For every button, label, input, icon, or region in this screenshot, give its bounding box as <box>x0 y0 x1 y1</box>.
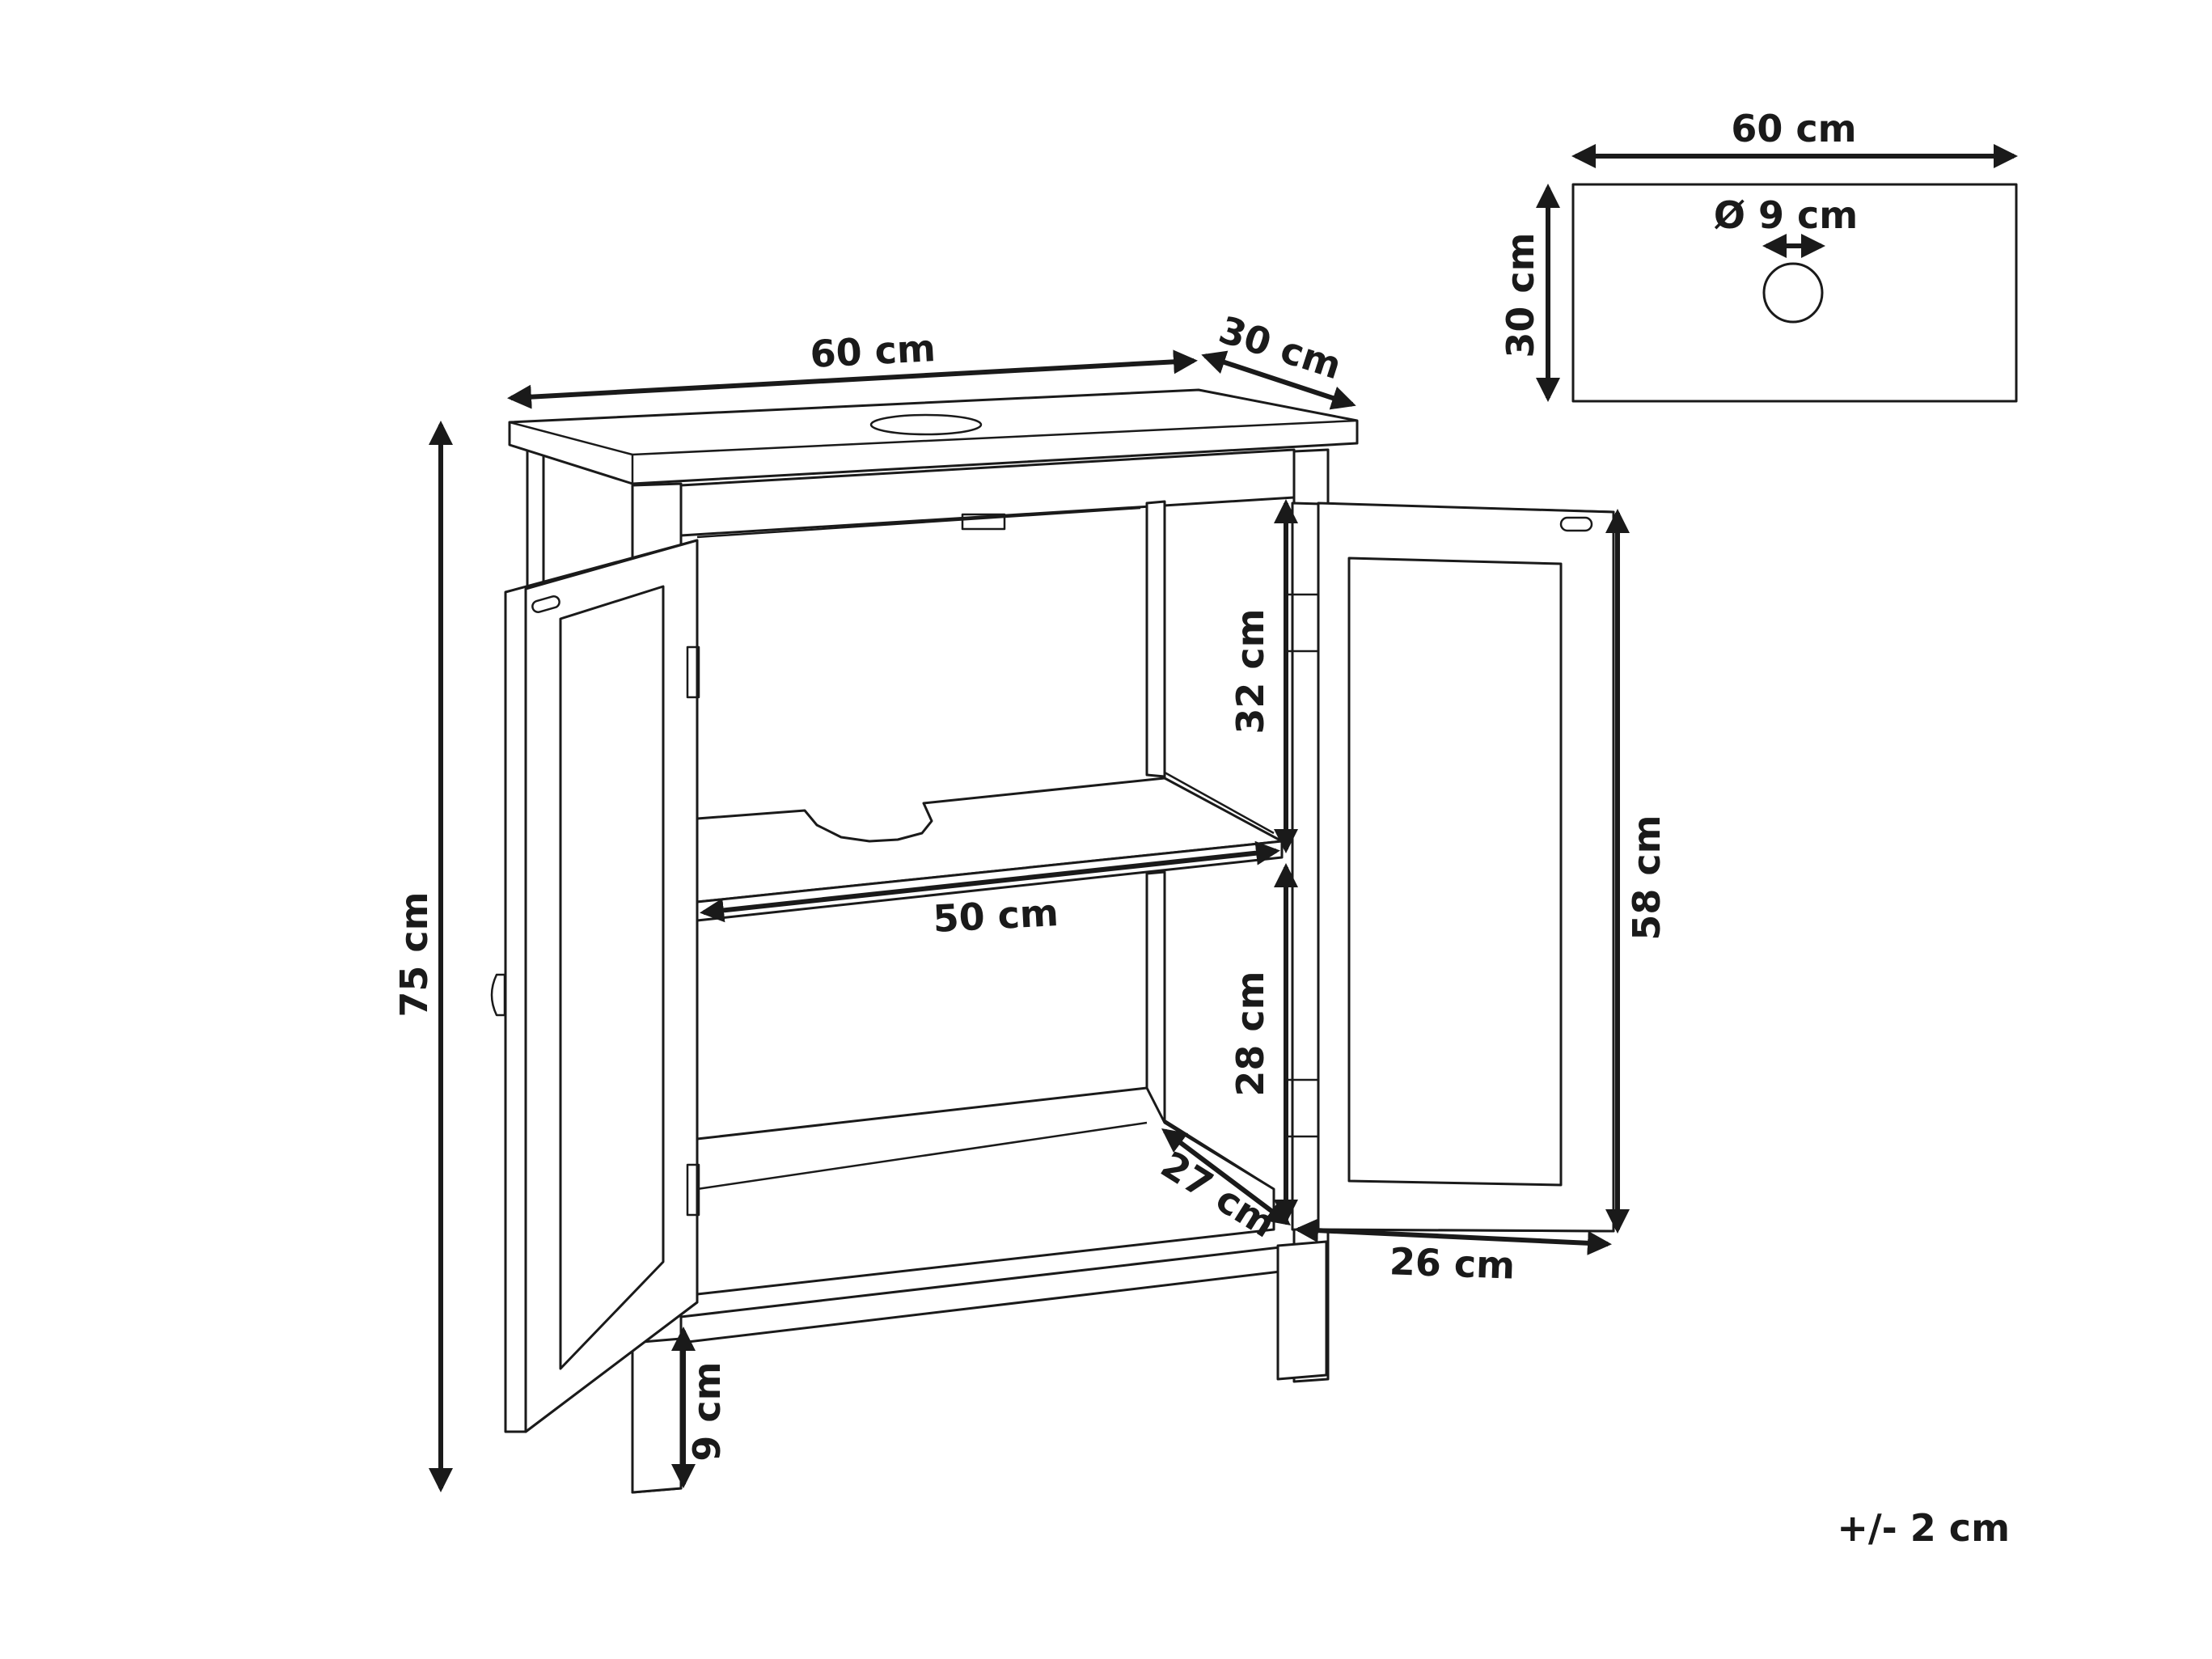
inner-right-wall <box>1145 500 1166 778</box>
upper-height-label: 32 cm <box>1229 608 1272 734</box>
shelf-width-label: 50 cm <box>932 891 1059 941</box>
right-door-handle-slot <box>1559 516 1593 532</box>
top-width-label: 60 cm <box>809 326 937 376</box>
left-door-glass-panel <box>559 585 665 1370</box>
top-view-width-label: 60 cm <box>1731 107 1856 150</box>
top-view-depth-label: 30 cm <box>1499 232 1542 358</box>
magnet-catch <box>961 513 1006 531</box>
shelf-width-arrow <box>700 840 1280 923</box>
front-right-foot <box>1276 1240 1328 1381</box>
basin-hole-circle <box>1762 262 1824 324</box>
left-lower-hinge <box>686 1163 700 1217</box>
top-board-surface <box>508 388 1359 485</box>
front-apron <box>679 448 1296 537</box>
left-door-handle-slot <box>531 595 560 614</box>
back-left-post <box>526 448 545 590</box>
top-width-arrow <box>507 349 1198 409</box>
total-height-label: 75 cm <box>392 891 436 1017</box>
top-basin-hole <box>869 413 983 436</box>
lower-height-label: 28 cm <box>1229 971 1272 1096</box>
inner-depth-arrow <box>1161 1128 1291 1225</box>
left-door-knob <box>490 973 506 1017</box>
door-height-label: 58 cm <box>1625 815 1669 940</box>
top-view-hole-label: Ø 9 cm <box>1714 193 1858 237</box>
front-left-foot <box>631 1337 683 1494</box>
top-depth-arrow <box>1201 350 1356 410</box>
right-door-glass-panel <box>1347 557 1563 1187</box>
leg-height-label: 9 cm <box>685 1361 729 1461</box>
left-upper-hinge <box>686 645 700 699</box>
door-width-label: 26 cm <box>1389 1239 1516 1287</box>
door-width-arrow <box>1294 1218 1612 1255</box>
cabinet-drawing <box>490 388 1615 1494</box>
top-depth-label: 30 cm <box>1214 307 1347 387</box>
tolerance-label: +/- 2 cm <box>1837 1506 2010 1550</box>
top-view-drawing <box>1536 144 2018 403</box>
